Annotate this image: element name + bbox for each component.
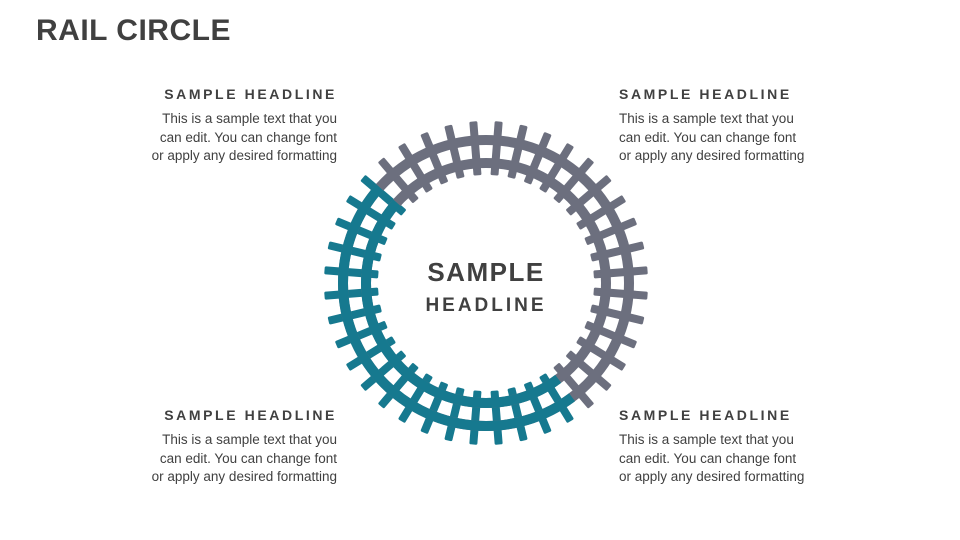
block-headline: SAMPLE HEADLINE: [164, 86, 337, 102]
headline-block-top-right: SAMPLE HEADLINE This is a sample text th…: [619, 86, 835, 166]
block-headline: SAMPLE HEADLINE: [164, 407, 337, 423]
block-body-line: or apply any desired formatting: [151, 148, 337, 163]
block-headline: SAMPLE HEADLINE: [619, 407, 792, 423]
headline-block-top-left: SAMPLE HEADLINE This is a sample text th…: [121, 86, 337, 166]
block-body-line: can edit. You can change font: [619, 129, 797, 145]
rail-outer-teal-arc: [338, 183, 576, 431]
block-body-line: or apply any desired formatting: [151, 469, 337, 484]
block-body-line: can edit. You can change font: [159, 129, 337, 145]
block-body-line: or apply any desired formatting: [619, 148, 805, 163]
block-body-line: or apply any desired formatting: [619, 469, 805, 484]
block-body-line: This is a sample text that you: [162, 432, 337, 447]
headline-block-bottom-right: SAMPLE HEADLINE This is a sample text th…: [619, 407, 835, 487]
headline-block-bottom-left: SAMPLE HEADLINE This is a sample text th…: [121, 407, 337, 487]
center-headline-line1: SAMPLE: [427, 257, 545, 287]
rail-inner-teal-arc: [361, 199, 562, 408]
center-headline: SAMPLE HEADLINE: [366, 257, 606, 317]
block-body-line: This is a sample text that you: [619, 111, 794, 126]
block-body-line: This is a sample text that you: [619, 432, 794, 447]
center-headline-line2: HEADLINE: [425, 295, 547, 316]
block-body-line: can edit. You can change font: [619, 450, 797, 466]
block-headline: SAMPLE HEADLINE: [619, 86, 792, 102]
block-body-line: can edit. You can change font: [159, 450, 337, 466]
slide-title: RAIL CIRCLE: [36, 14, 231, 47]
block-body-line: This is a sample text that you: [162, 111, 337, 126]
rail-circle-graphic: [324, 121, 648, 445]
